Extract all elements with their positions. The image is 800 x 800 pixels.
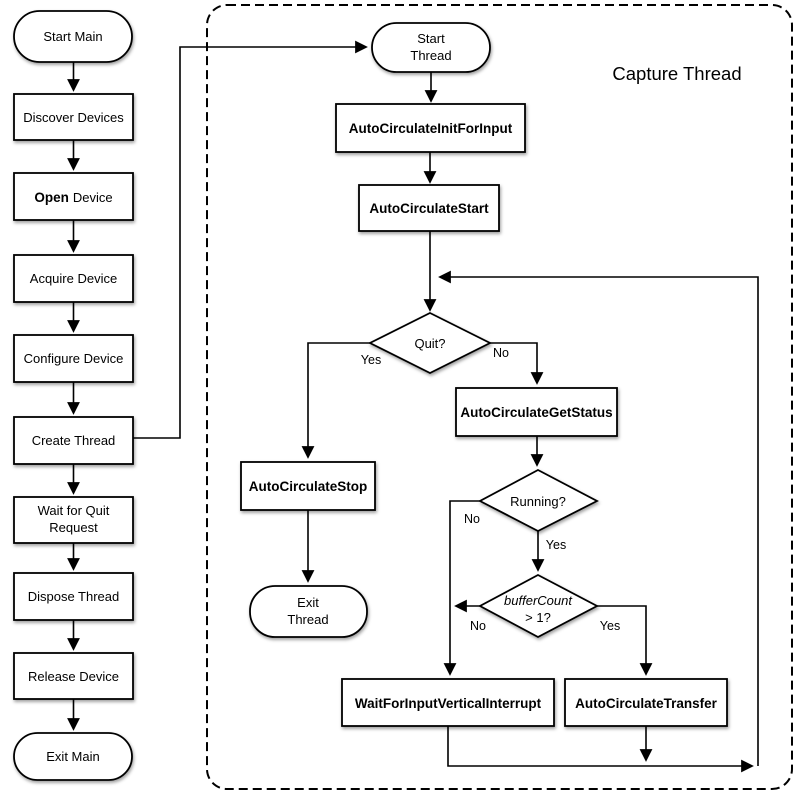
edge-loop-back-to-quit	[438, 270, 759, 766]
node-quit-decision	[367, 311, 493, 375]
node-open-device	[13, 172, 134, 221]
edge-running-no-to-wait-interrupt	[443, 500, 480, 676]
node-dispose-thread	[13, 572, 134, 621]
edge-create-thread-to-start-thread	[133, 40, 368, 439]
auto-circulate-init-label: AutoCirculateInitForInput	[349, 121, 513, 136]
edges	[67, 40, 759, 773]
node-exit-main	[13, 732, 133, 781]
capture-thread-boundary	[206, 4, 793, 790]
quit-no-label: No	[493, 346, 509, 360]
node-auto-circulate-get-status	[455, 387, 618, 437]
auto-circulate-get-status-label: AutoCirculateGetStatus	[460, 405, 612, 420]
buffer-yes-label: Yes	[600, 619, 620, 633]
buffer-count-label-line1: bufferCount	[504, 593, 573, 608]
auto-circulate-transfer-label: AutoCirculateTransfer	[575, 696, 718, 711]
open-device-label: Open Device	[34, 190, 112, 205]
edge-buffer-yes-to-transfer	[597, 605, 653, 676]
open-device-label-rest: Device	[73, 190, 113, 205]
exit-thread-label-line2: Thread	[287, 612, 328, 627]
open-device-label-bold: Open	[34, 190, 69, 205]
configure-device-label: Configure Device	[24, 351, 124, 366]
start-thread-label-line1: Start	[417, 31, 445, 46]
auto-circulate-stop-label: AutoCirculateStop	[249, 479, 368, 494]
wait-for-quit-label-line1: Wait for Quit	[38, 503, 110, 518]
node-auto-circulate-start	[358, 184, 500, 232]
release-device-label: Release Device	[28, 669, 119, 684]
node-discover-devices	[13, 93, 134, 141]
running-decision-label: Running?	[510, 494, 566, 509]
main-flow: Start Main Discover Devices Open Device A…	[13, 10, 134, 781]
node-start-thread	[371, 22, 491, 73]
node-auto-circulate-transfer	[564, 678, 728, 727]
start-main-label: Start Main	[43, 29, 102, 44]
node-wait-for-quit	[13, 496, 134, 544]
running-yes-label: Yes	[546, 538, 566, 552]
node-auto-circulate-init	[335, 103, 526, 153]
node-start-main	[13, 10, 133, 63]
start-thread-label-line2: Thread	[410, 48, 451, 63]
auto-circulate-start-label: AutoCirculateStart	[369, 201, 489, 216]
buffer-count-label-line2: > 1?	[525, 610, 551, 625]
node-exit-thread	[249, 585, 368, 638]
capture-thread-flow: Start Thread AutoCirculateInitForInput A…	[240, 22, 728, 727]
wait-for-input-vertical-interrupt-label: WaitForInputVerticalInterrupt	[355, 696, 542, 711]
create-thread-label: Create Thread	[32, 433, 116, 448]
node-create-thread	[13, 416, 134, 465]
node-release-device	[13, 652, 134, 700]
wait-for-quit-label-line2: Request	[49, 520, 98, 535]
exit-thread-label-line1: Exit	[297, 595, 319, 610]
exit-main-label: Exit Main	[46, 749, 99, 764]
buffer-no-label: No	[470, 619, 486, 633]
node-buffer-count-decision	[478, 573, 599, 639]
edge-quit-no-to-get-status	[490, 342, 544, 385]
node-acquire-device	[13, 254, 134, 303]
running-no-label: No	[464, 512, 480, 526]
dispose-thread-label: Dispose Thread	[28, 589, 120, 604]
edge-quit-yes-to-stop	[301, 342, 370, 459]
edge-wait-interrupt-to-loop	[447, 726, 754, 773]
capture-thread-title: Capture Thread	[612, 63, 741, 84]
acquire-device-label: Acquire Device	[30, 271, 117, 286]
node-wait-for-input-vertical-interrupt	[341, 678, 555, 727]
node-configure-device	[13, 334, 134, 383]
quit-yes-label: Yes	[361, 353, 381, 367]
discover-devices-label: Discover Devices	[23, 110, 124, 125]
node-auto-circulate-stop	[240, 461, 376, 511]
quit-decision-label: Quit?	[414, 336, 445, 351]
node-running-decision	[478, 468, 599, 533]
